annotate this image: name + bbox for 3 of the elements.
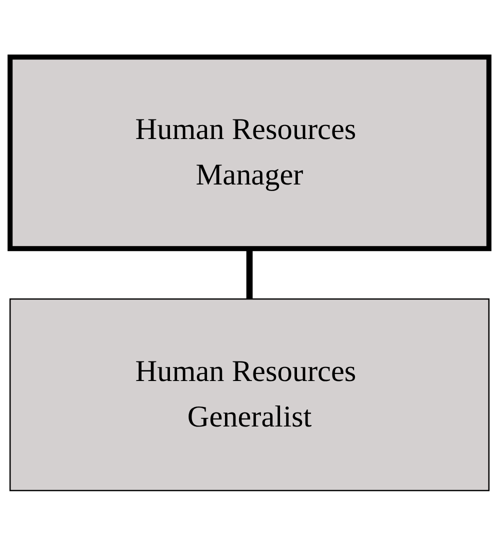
- org-chart: Human Resources Manager Human Resources Generalist: [0, 47, 499, 501]
- node-box: [9, 298, 490, 492]
- node-box: [8, 54, 492, 252]
